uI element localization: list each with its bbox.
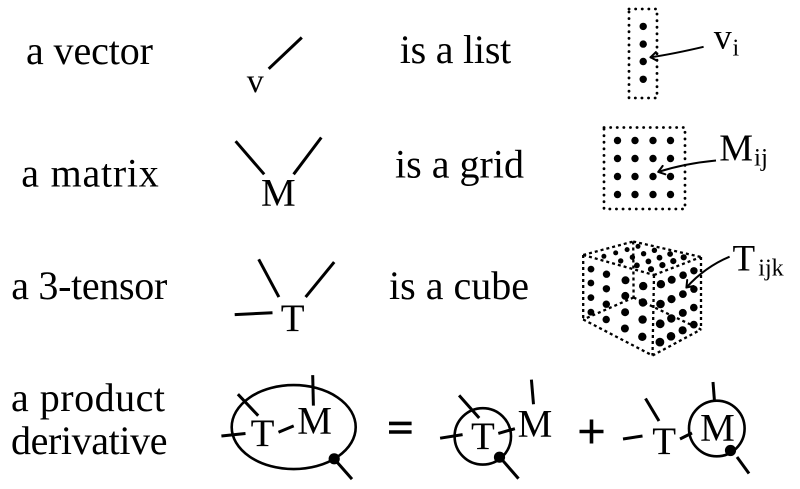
svg-text:ijk: ijk (758, 256, 783, 282)
svg-text:M: M (700, 407, 735, 450)
svg-text:T: T (251, 412, 275, 455)
svg-text:T: T (281, 297, 305, 340)
svg-text:a 3-tensor: a 3-tensor (11, 263, 167, 308)
svg-text:i: i (733, 36, 740, 62)
svg-text:M: M (261, 172, 296, 215)
svg-text:is a cube: is a cube (389, 263, 529, 308)
svg-text:v: v (247, 63, 264, 100)
svg-text:M: M (518, 403, 553, 446)
svg-text:ij: ij (754, 145, 768, 172)
svg-text:a product: a product (11, 375, 165, 420)
svg-text:a vector: a vector (26, 28, 153, 73)
svg-text:a matrix: a matrix (21, 150, 159, 195)
svg-text:T: T (471, 415, 495, 458)
svg-text:v: v (714, 17, 732, 57)
svg-text:M: M (297, 400, 332, 443)
svg-text:T: T (652, 420, 676, 463)
svg-text:is a grid: is a grid (395, 142, 524, 187)
svg-text:derivative: derivative (11, 418, 168, 463)
svg-text:is a list: is a list (400, 27, 512, 72)
svg-text:T: T (733, 238, 756, 279)
svg-text:M: M (719, 128, 753, 170)
